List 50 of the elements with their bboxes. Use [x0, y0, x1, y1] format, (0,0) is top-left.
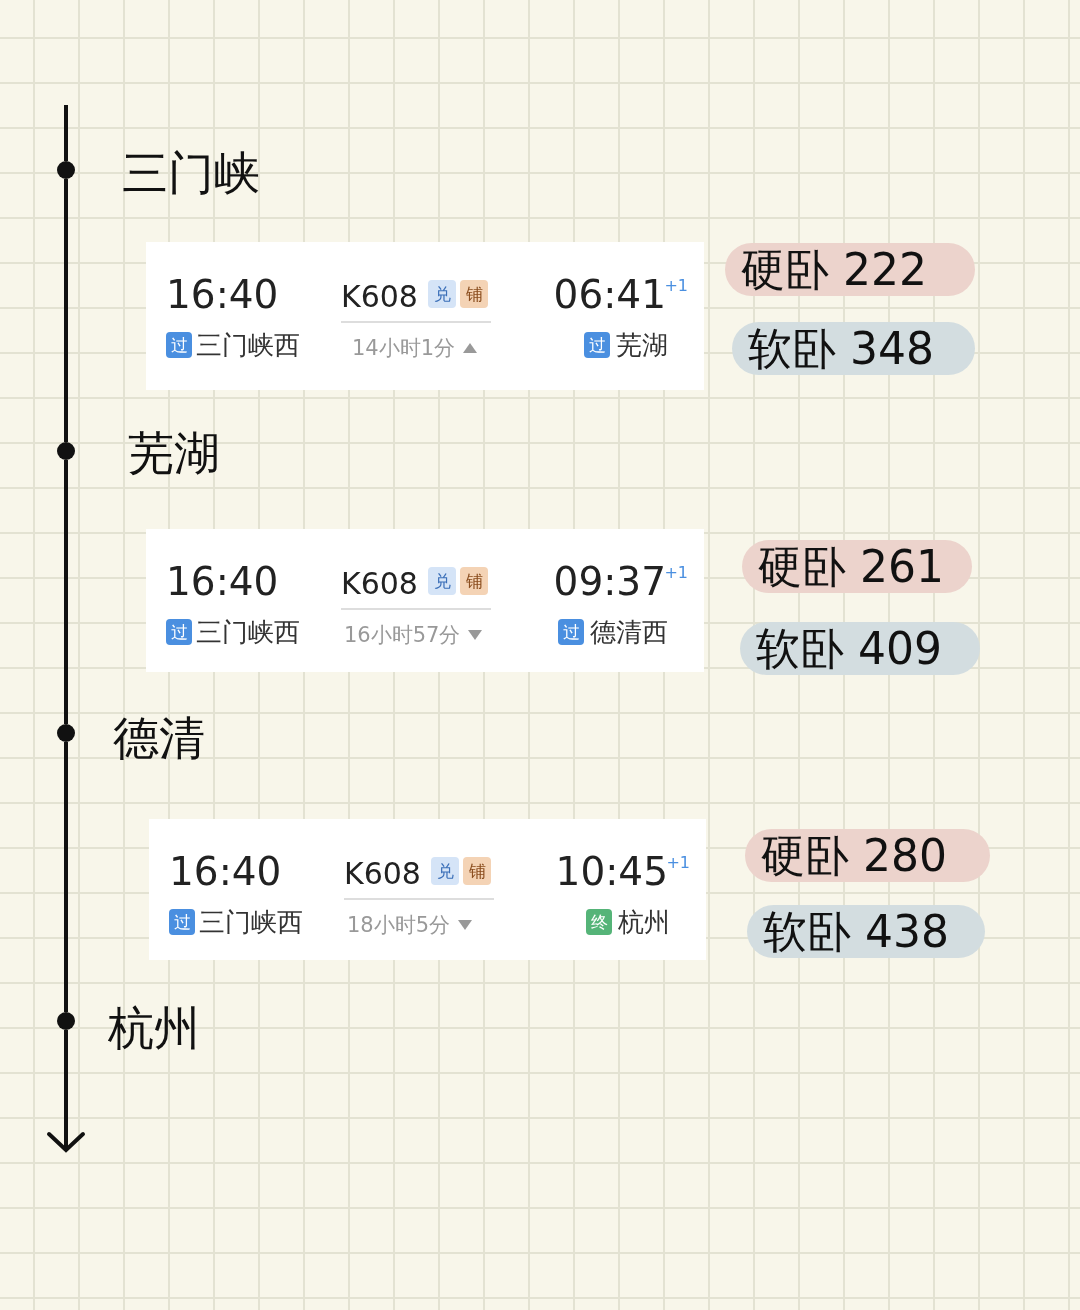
seat-badge: 铺 — [463, 857, 491, 885]
station-label: 德清 — [113, 715, 205, 761]
arrival-time: 10:45 — [555, 852, 668, 891]
station-name: 三门峡西 — [199, 906, 303, 939]
station-label: 三门峡 — [122, 150, 260, 196]
stop-badge: 过 — [169, 909, 195, 935]
ticket-badge: 兑 — [428, 567, 456, 595]
timeline-line — [64, 460, 68, 724]
price-pill: 软卧 409 — [740, 622, 980, 675]
timeline-arrow — [47, 1030, 85, 1152]
stop-badge: 过 — [166, 332, 192, 358]
train-card — [146, 529, 704, 672]
ticket-badge: 兑 — [428, 280, 456, 308]
duration-text: 16小时57分 — [344, 622, 461, 649]
price-pill: 软卧 348 — [732, 322, 975, 375]
stop-badge: 过 — [558, 619, 584, 645]
price-pill: 硬卧 261 — [742, 540, 972, 593]
departure-time: 16:40 — [166, 275, 279, 314]
stop-badge: 过 — [166, 619, 192, 645]
price-pill: 硬卧 280 — [745, 829, 990, 882]
train-number: K608 — [341, 279, 418, 314]
departure-time: 16:40 — [169, 852, 282, 891]
train-card — [149, 819, 706, 960]
price-pill: 软卧 438 — [747, 905, 985, 958]
day-offset: +1 — [664, 276, 688, 295]
train-number: K608 — [344, 856, 421, 891]
station-label: 芜湖 — [128, 430, 220, 476]
station-name: 三门峡西 — [196, 616, 300, 649]
ticket-badge: 兑 — [431, 857, 459, 885]
station-name: 芜湖 — [616, 329, 668, 362]
day-offset: +1 — [664, 563, 688, 582]
station-label: 杭州 — [108, 1005, 200, 1051]
stop-badge: 终 — [586, 909, 612, 935]
train-number: K608 — [341, 566, 418, 601]
train-card — [146, 242, 704, 390]
arrival-time: 09:37 — [553, 562, 666, 601]
day-offset: +1 — [666, 853, 690, 872]
duration-text: 18小时5分 — [347, 912, 451, 939]
station-name: 三门峡西 — [196, 329, 300, 362]
stop-badge: 过 — [584, 332, 610, 358]
timeline-line — [64, 742, 68, 1012]
station-name: 德清西 — [590, 616, 668, 649]
duration-text: 14小时1分 — [352, 335, 456, 362]
seat-badge: 铺 — [460, 567, 488, 595]
price-pill: 硬卧 222 — [725, 243, 975, 296]
seat-badge: 铺 — [460, 280, 488, 308]
arrival-time: 06:41 — [553, 275, 666, 314]
timeline-line — [64, 179, 68, 442]
station-name: 杭州 — [618, 906, 670, 939]
departure-time: 16:40 — [166, 562, 279, 601]
